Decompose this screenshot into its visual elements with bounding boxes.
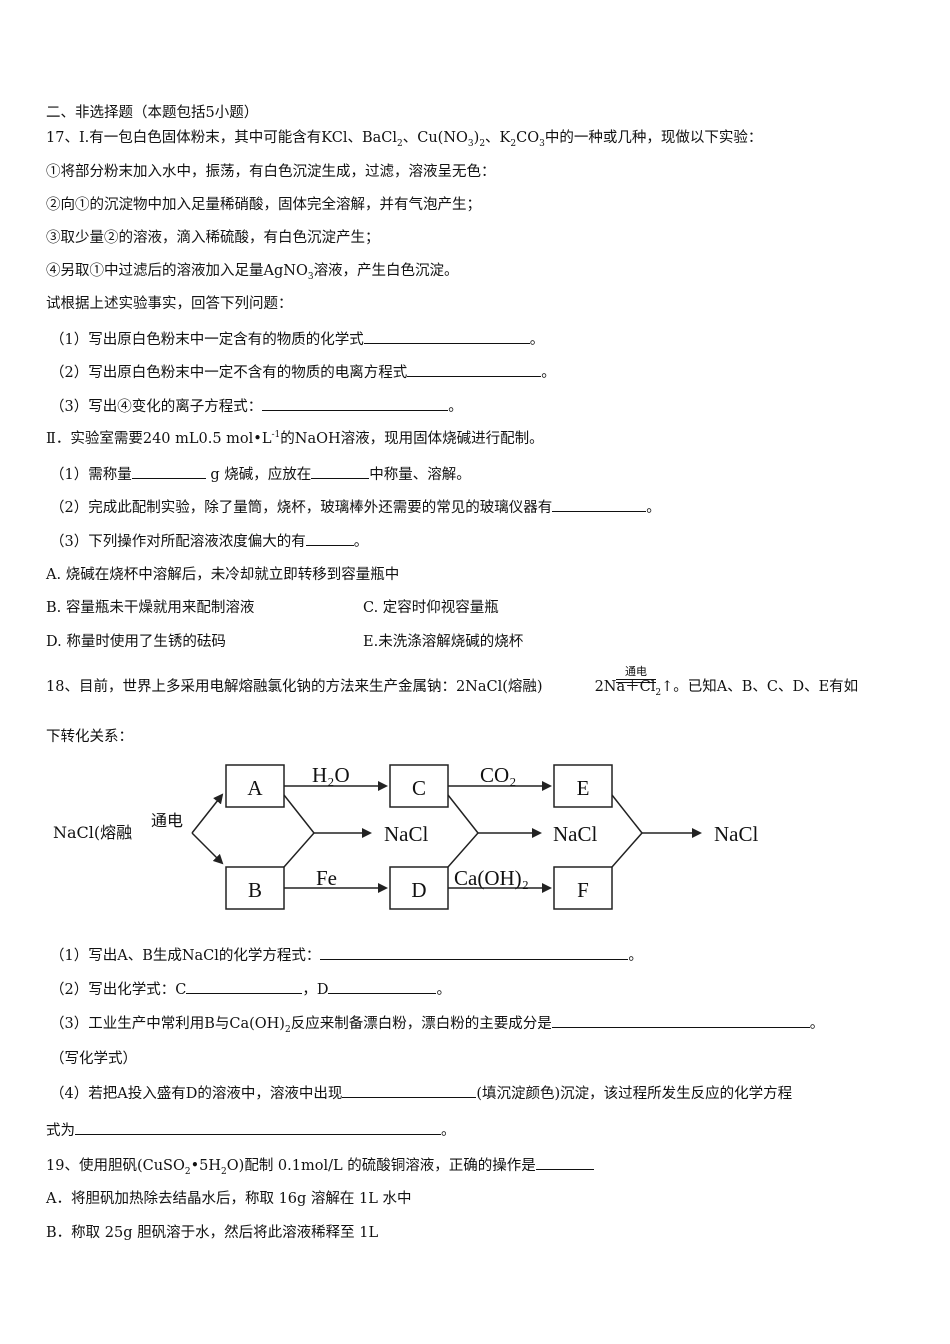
label-fe: Fe	[316, 866, 337, 890]
q17-p2-sub3: （3）下列操作对所配溶液浓度偏大的有。	[50, 531, 368, 552]
answer-blank[interactable]	[552, 497, 647, 512]
q18-sub4: （4）若把A投入盛有D的溶液中，溶液中出现(填沉淀颜色)沉淀，该过程所发生反应的…	[50, 1083, 792, 1104]
q19-stem: 19、使用胆矾(CuSO2•5H2O)配制 0.1mol/L 的硫酸铜溶液，正确…	[46, 1155, 594, 1176]
q18-intro-cont: 下转化关系：	[46, 729, 133, 745]
box-e	[553, 764, 613, 808]
merge-cd	[447, 794, 479, 868]
answer-blank[interactable]	[535, 1155, 594, 1170]
merge-ef	[611, 794, 643, 868]
q18-sub4-cont: 式为。	[46, 1120, 456, 1141]
q18-sub3: （3）工业生产中常利用B与Ca(OH)2反应来制备漂白粉，漂白粉的主要成分是。	[50, 1013, 824, 1034]
label-co2: CO₂	[480, 763, 517, 787]
diagram-start-condition: 通电	[151, 811, 183, 830]
q17-ask: 试根据上述实验事实，回答下列问题：	[46, 296, 293, 312]
q17-option-d: D. 称量时使用了生锈的砝码	[46, 634, 226, 650]
answer-blank[interactable]	[342, 1083, 477, 1098]
q17-part2: Ⅱ．实验室需要240 mL0.5 mol•L-1的NaOH溶液，现用固体烧碱进行…	[46, 430, 544, 447]
q17-option-a: A. 烧碱在烧杯中溶解后，未冷却就立即转移到容量瓶中	[46, 567, 400, 583]
reaction-condition: 通电	[625, 665, 647, 678]
label-nacl-3: NaCl	[714, 822, 758, 846]
answer-blank[interactable]	[311, 464, 370, 479]
label-f: F	[577, 878, 589, 902]
box-a	[225, 764, 285, 808]
condition-line	[616, 682, 656, 683]
q17-option-c: C. 定容时仰视容量瓶	[363, 600, 499, 616]
arrow-to-b	[191, 832, 224, 865]
answer-blank[interactable]	[328, 979, 437, 994]
q19-option-b: B．称取 25g 胆矾溶于水，然后将此溶液稀释至 1L	[46, 1225, 379, 1241]
conversion-diagram: NaCl(熔融 通电 A B H₂O Fe NaCl C D CO₂ Ca(OH…	[53, 763, 758, 910]
answer-blank[interactable]	[131, 464, 206, 479]
q17-sub3: （3）写出④变化的离子方程式：。	[50, 396, 463, 417]
q18-intro: 18、目前，世界上多采用电解熔融氯化钠的方法来生产金属钠：2NaCl(熔融)2N…	[46, 679, 859, 698]
answer-blank[interactable]	[75, 1120, 441, 1135]
q17-step2: ②向①的沉淀物中加入足量稀硝酸，固体完全溶解，并有气泡产生；	[46, 197, 481, 213]
condition-line	[616, 679, 656, 680]
q17-option-e: E.未洗涤溶解烧碱的烧杯	[363, 634, 524, 650]
arrow-to-a	[191, 793, 224, 834]
section-title: 二、非选择题（本题包括5小题）	[46, 105, 259, 121]
merge-ab	[283, 794, 315, 868]
diagram-start: NaCl(熔融	[53, 823, 132, 842]
q17-intro: 17、Ⅰ.有一包白色固体粉末，其中可能含有KCl、BaCl2、Cu(NO3)2、…	[46, 130, 763, 149]
label-nacl-2: NaCl	[553, 822, 597, 846]
q19-option-a: A．将胆矾加热除去结晶水后，称取 16g 溶解在 1L 水中	[46, 1191, 412, 1207]
q17-p2-sub2: （2）完成此配制实验，除了量筒，烧杯，玻璃棒外还需要的常见的玻璃仪器有。	[50, 497, 661, 518]
box-f	[553, 866, 613, 910]
q17-p2-sub1: （1）需称量 g 烧碱，应放在中称量、溶解。	[50, 464, 471, 485]
answer-blank[interactable]	[305, 531, 354, 546]
label-a: A	[247, 776, 263, 800]
label-c: C	[412, 776, 426, 800]
q17-step3: ③取少量②的溶液，滴入稀硫酸，有白色沉淀产生；	[46, 230, 380, 246]
answer-blank[interactable]	[363, 329, 530, 344]
label-h2o: H₂O	[312, 763, 350, 787]
q18-sub1: （1）写出A、B生成NaCl的化学方程式：。	[50, 945, 643, 966]
answer-blank[interactable]	[320, 945, 629, 960]
answer-blank[interactable]	[551, 1013, 810, 1028]
label-d: D	[411, 878, 426, 902]
q17-sub1: （1）写出原白色粉末中一定含有的物质的化学式。	[50, 329, 544, 350]
q18-sub3-note: （写化学式）	[50, 1051, 137, 1067]
q17-step1: ①将部分粉末加入水中，振荡，有白色沉淀生成，过滤，溶液呈无色：	[46, 164, 496, 180]
label-e: E	[577, 776, 590, 800]
q17-option-b: B. 容量瓶未干燥就用来配制溶液	[46, 600, 255, 616]
q17-sub2: （2）写出原白色粉末中一定不含有的物质的电离方程式。	[50, 362, 556, 383]
answer-blank[interactable]	[407, 362, 542, 377]
answer-blank[interactable]	[186, 979, 303, 994]
q18-sub2: （2）写出化学式：C，D。	[50, 979, 451, 1000]
q17-step4: ④另取①中过滤后的溶液加入足量AgNO3溶液，产生白色沉淀。	[46, 263, 459, 282]
label-caoh2: Ca(OH)₂	[454, 866, 529, 890]
label-b: B	[248, 878, 262, 902]
label-nacl-1: NaCl	[384, 822, 428, 846]
answer-blank[interactable]	[262, 396, 449, 411]
